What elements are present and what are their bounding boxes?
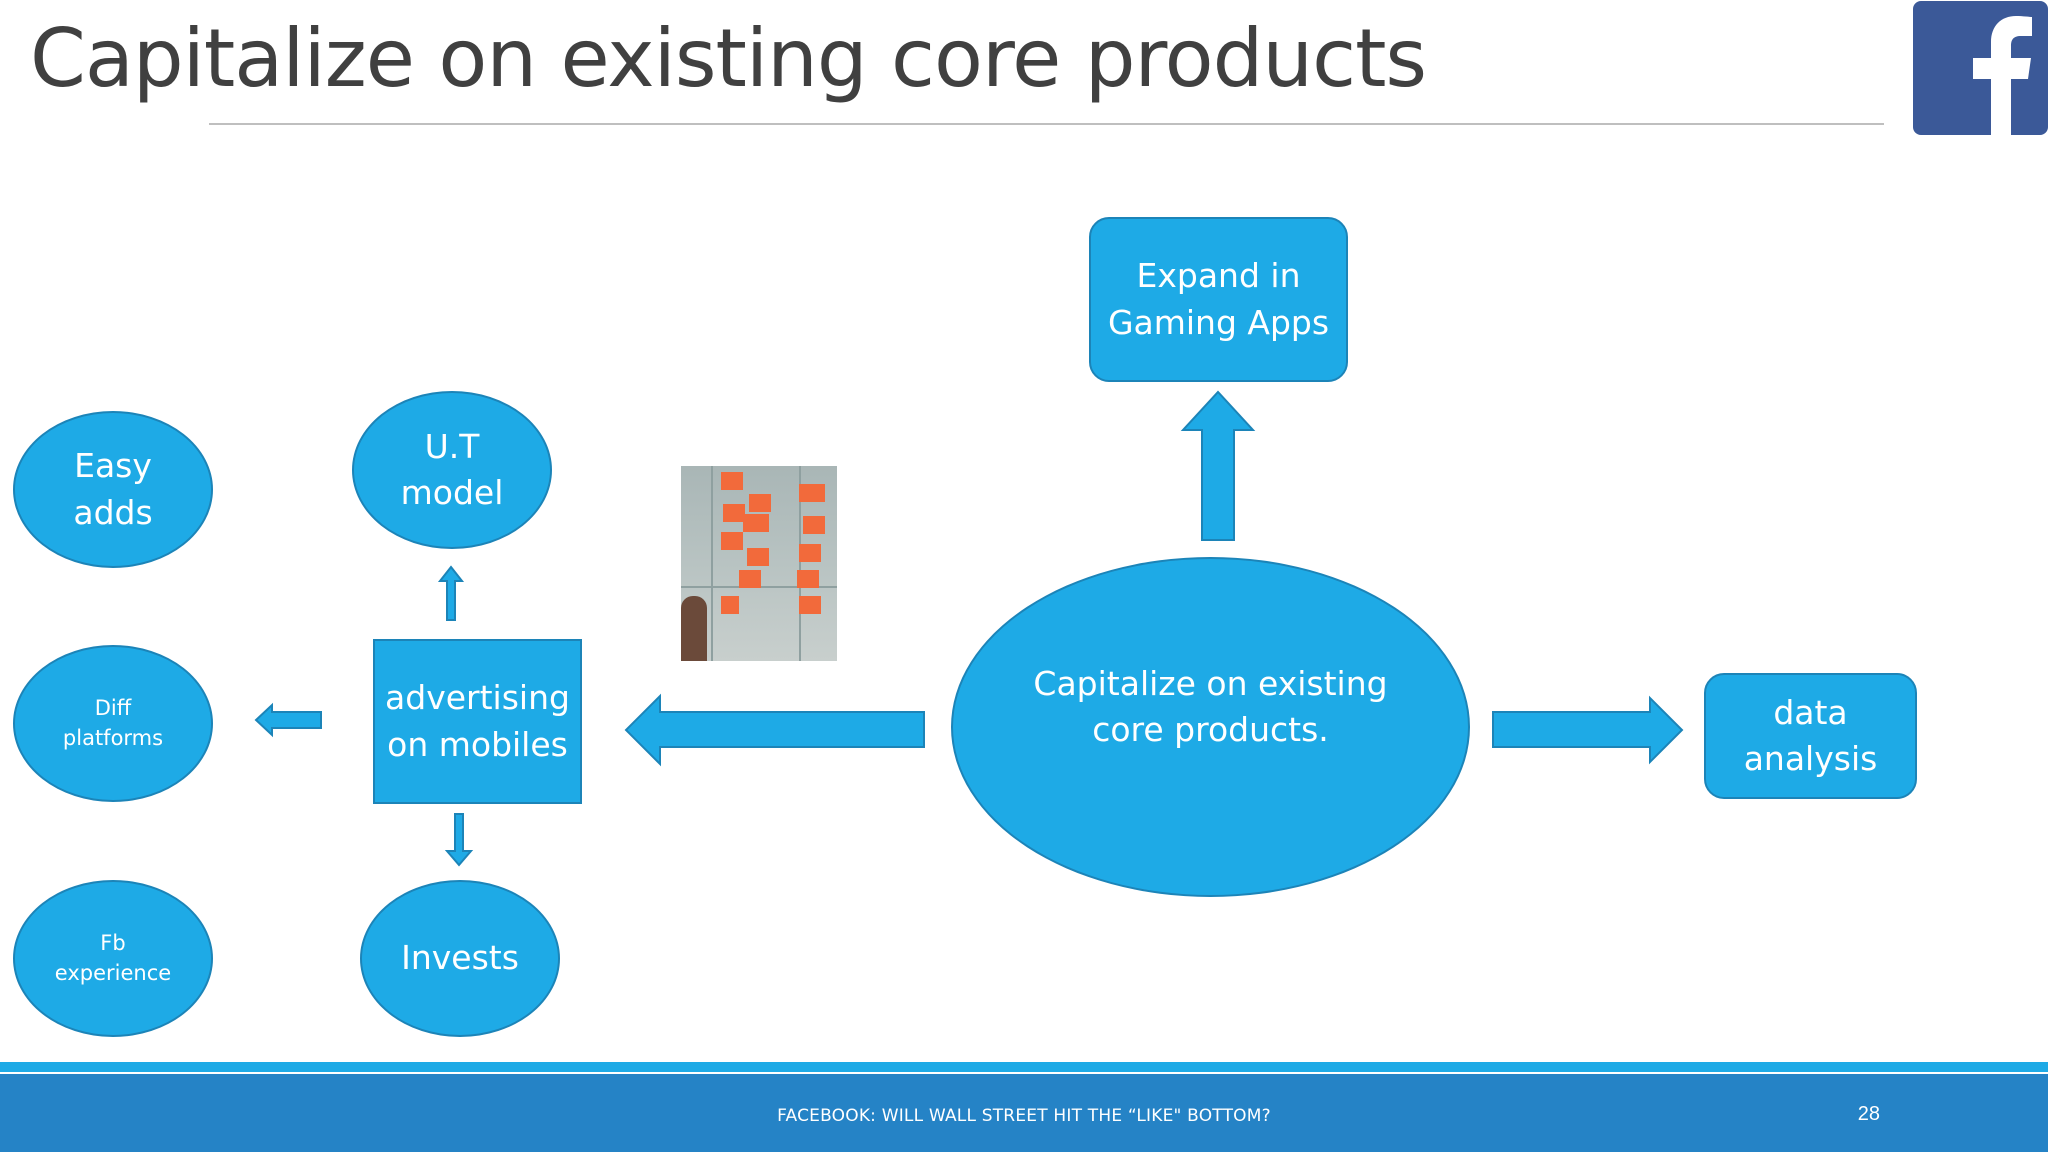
invests-node: Invests xyxy=(360,880,560,1037)
page-number: 28 xyxy=(1857,1103,1880,1125)
diff-platforms-node: Diff platforms xyxy=(13,645,213,802)
arrow-up-ut-model xyxy=(437,565,465,621)
easy-adds-node: Easy adds xyxy=(13,411,213,568)
facebook-logo-icon xyxy=(1913,1,2048,135)
ut-model-node: U.T model xyxy=(352,391,552,549)
data-analysis-node: data analysis xyxy=(1704,673,1917,799)
arrow-up-expand xyxy=(1180,390,1256,541)
footer-band xyxy=(0,1074,2048,1152)
slide-title: Capitalize on existing core products xyxy=(30,12,1427,105)
ut-model-label: U.T model xyxy=(400,426,504,512)
title-divider xyxy=(209,123,1884,125)
arrow-down-invests xyxy=(444,813,474,867)
advertising-label: advertising on mobiles xyxy=(385,678,570,764)
advertising-on-mobiles-node: advertising on mobiles xyxy=(373,639,582,804)
footer-text: FACEBOOK: WILL WALL STREET HIT THE “LIKE… xyxy=(777,1106,1271,1126)
arrow-left-diff-platforms xyxy=(254,702,322,738)
expand-gaming-apps-label: Expand in Gaming Apps xyxy=(1107,256,1330,342)
center-node: Capitalize on existing core products. xyxy=(951,557,1470,897)
sticky-notes-photo xyxy=(681,466,837,661)
fb-experience-node: Fb experience xyxy=(13,880,213,1037)
expand-gaming-apps-node: Expand in Gaming Apps xyxy=(1089,217,1348,382)
arrow-right-data xyxy=(1492,695,1684,765)
diff-platforms-label: Diff platforms xyxy=(62,696,164,750)
arrow-left-advertising xyxy=(624,693,925,767)
easy-adds-label: Easy adds xyxy=(73,446,153,532)
fb-experience-label: Fb experience xyxy=(54,931,172,985)
center-label: Capitalize on existing core products. xyxy=(1033,663,1388,749)
invests-label: Invests xyxy=(401,938,519,978)
hand-in-photo xyxy=(681,596,707,661)
data-analysis-label: data analysis xyxy=(1743,692,1878,778)
footer-stripe xyxy=(0,1062,2048,1072)
